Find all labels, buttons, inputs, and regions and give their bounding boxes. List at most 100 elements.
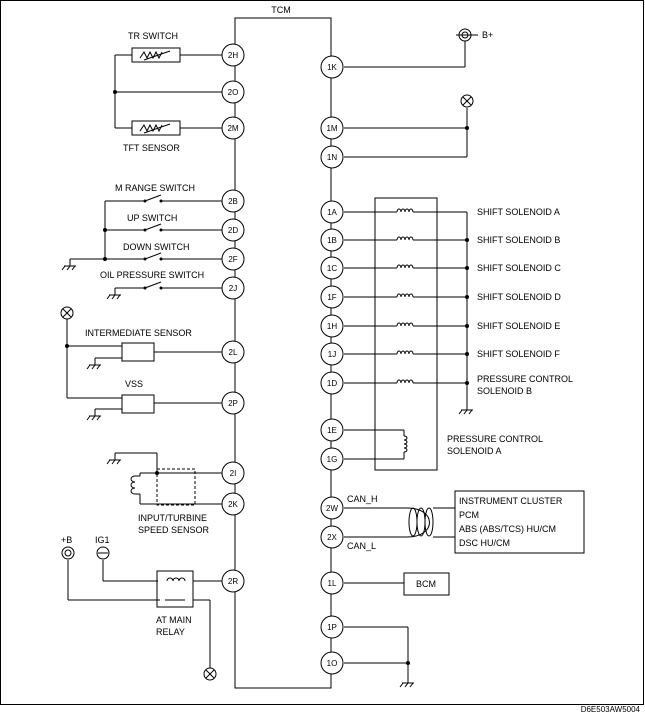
pin-1a: [320, 200, 344, 224]
pin-label-2b: 2B: [228, 197, 238, 206]
pin-2b: [221, 189, 245, 213]
pin-1h: [320, 314, 344, 338]
can-l-label: CAN_L: [347, 541, 376, 551]
can-h-label: CAN_H: [347, 494, 378, 504]
cluster-line-3: ABS (ABS/TCS) HU/CM: [459, 524, 556, 534]
pin-label-1p: 1P: [327, 623, 337, 632]
pin-label-2r: 2R: [228, 577, 238, 586]
shift-solenoid-b-label: SHIFT SOLENOID B: [477, 235, 560, 245]
pin-2j: [221, 276, 245, 300]
pin-2p: [221, 391, 245, 415]
left-pin-group: 2H 2O 2M 2B 2D 2F 2J 2L 2P 2I 2K 2R: [221, 43, 245, 593]
pin-1k: [320, 55, 344, 79]
pin-2r: [221, 569, 245, 593]
pin-1e: [320, 418, 344, 442]
intermediate-sensor: [121, 342, 155, 362]
pin-1j: [320, 342, 344, 366]
tcm-box: [234, 17, 332, 689]
pin-1n: [320, 145, 344, 169]
pin-2k: [221, 492, 245, 516]
pin-label-2i: 2I: [230, 469, 237, 478]
pin-label-1h: 1H: [327, 322, 337, 331]
pin-2l: [221, 340, 245, 364]
pin-2h: [221, 43, 245, 67]
pin-2d: [221, 218, 245, 242]
pin-label-2o: 2O: [228, 88, 239, 97]
pin-label-2j: 2J: [229, 284, 237, 293]
pin-label-1f: 1F: [327, 293, 336, 302]
cluster-line-2: PCM: [459, 510, 479, 520]
tcm-title: TCM: [271, 5, 291, 15]
ig1-label: IG1: [95, 535, 110, 545]
at-main-relay: [156, 570, 194, 608]
pcs-b-label-2: SOLENOID B: [477, 386, 532, 396]
pin-2x: [320, 525, 344, 549]
pin-label-2x: 2X: [327, 533, 337, 542]
shift-solenoid-d-label: SHIFT SOLENOID D: [477, 292, 561, 302]
instrument-cluster-box: [454, 490, 585, 554]
pin-1p: [320, 615, 344, 639]
vss-label: VSS: [125, 379, 143, 389]
pin-label-1c: 1C: [327, 264, 337, 273]
figure-code: D6E503AW5004: [581, 705, 641, 714]
up-switch-label: UP SWITCH: [127, 213, 177, 223]
pcs-b-label-1: PRESSURE CONTROL: [477, 374, 573, 384]
pin-label-1b: 1B: [327, 236, 337, 245]
pin-1d: [320, 371, 344, 395]
cluster-line-4: DSC HU/CM: [459, 538, 510, 548]
plus-b-label: +B: [61, 535, 72, 545]
cluster-line-1: INSTRUMENT CLUSTER: [459, 496, 563, 506]
vss-sensor: [121, 394, 155, 414]
oil-pressure-switch-label: OIL PRESSURE SWITCH: [100, 270, 204, 280]
pin-1m: [320, 116, 344, 140]
input-turbine-label-1: INPUT/TURBINE: [138, 513, 207, 523]
pcs-a-label-1: PRESSURE CONTROL: [447, 434, 543, 444]
pin-1o: [320, 651, 344, 675]
b-plus-label: B+: [482, 30, 493, 40]
pin-label-1d: 1D: [327, 379, 337, 388]
pin-label-2l: 2L: [229, 348, 238, 357]
pin-label-1e: 1E: [327, 426, 337, 435]
pin-label-2p: 2P: [228, 399, 238, 408]
pin-label-1j: 1J: [328, 350, 336, 359]
pin-label-2k: 2K: [228, 500, 238, 509]
pin-1b: [320, 228, 344, 252]
pin-label-1g: 1G: [327, 455, 338, 464]
pin-label-1m: 1M: [326, 124, 337, 133]
shift-solenoid-c-label: SHIFT SOLENOID C: [477, 263, 561, 273]
at-main-relay-label-2: RELAY: [156, 627, 185, 637]
intermediate-sensor-label: INTERMEDIATE SENSOR: [85, 328, 192, 338]
shift-solenoid-e-label: SHIFT SOLENOID E: [477, 321, 560, 331]
m-range-switch-label: M RANGE SWITCH: [115, 183, 195, 193]
tft-sensor-label: TFT SENSOR: [123, 143, 180, 153]
pin-2i: [221, 461, 245, 485]
pin-label-2h: 2H: [228, 51, 238, 60]
pin-2m: [221, 116, 245, 140]
bcm-label: BCM: [416, 579, 436, 589]
down-switch-label: DOWN SWITCH: [123, 242, 190, 252]
pin-1l: [320, 571, 344, 595]
pin-label-1o: 1O: [327, 659, 338, 668]
pin-2o: [221, 80, 245, 104]
pin-label-1a: 1A: [327, 208, 337, 217]
pin-1c: [320, 256, 344, 280]
input-turbine-sensor-box: [156, 468, 196, 506]
tr-switch-label: TR SWITCH: [128, 31, 178, 41]
pin-label-1k: 1K: [327, 63, 337, 72]
pin-label-2f: 2F: [228, 255, 237, 264]
at-main-relay-label-1: AT MAIN: [156, 615, 192, 625]
pin-label-2d: 2D: [228, 226, 238, 235]
pin-1f: [320, 285, 344, 309]
pin-2w: [320, 496, 344, 520]
shift-solenoid-f-label: SHIFT SOLENOID F: [477, 349, 560, 359]
pin-label-2w: 2W: [326, 504, 338, 513]
pin-2f: [221, 247, 245, 271]
shift-solenoid-a-label: SHIFT SOLENOID A: [477, 207, 560, 217]
input-turbine-label-2: SPEED SENSOR: [138, 525, 210, 535]
pin-label-2m: 2M: [227, 124, 238, 133]
tft-sensor-resistor: [131, 120, 181, 136]
solenoid-block: [374, 197, 438, 471]
